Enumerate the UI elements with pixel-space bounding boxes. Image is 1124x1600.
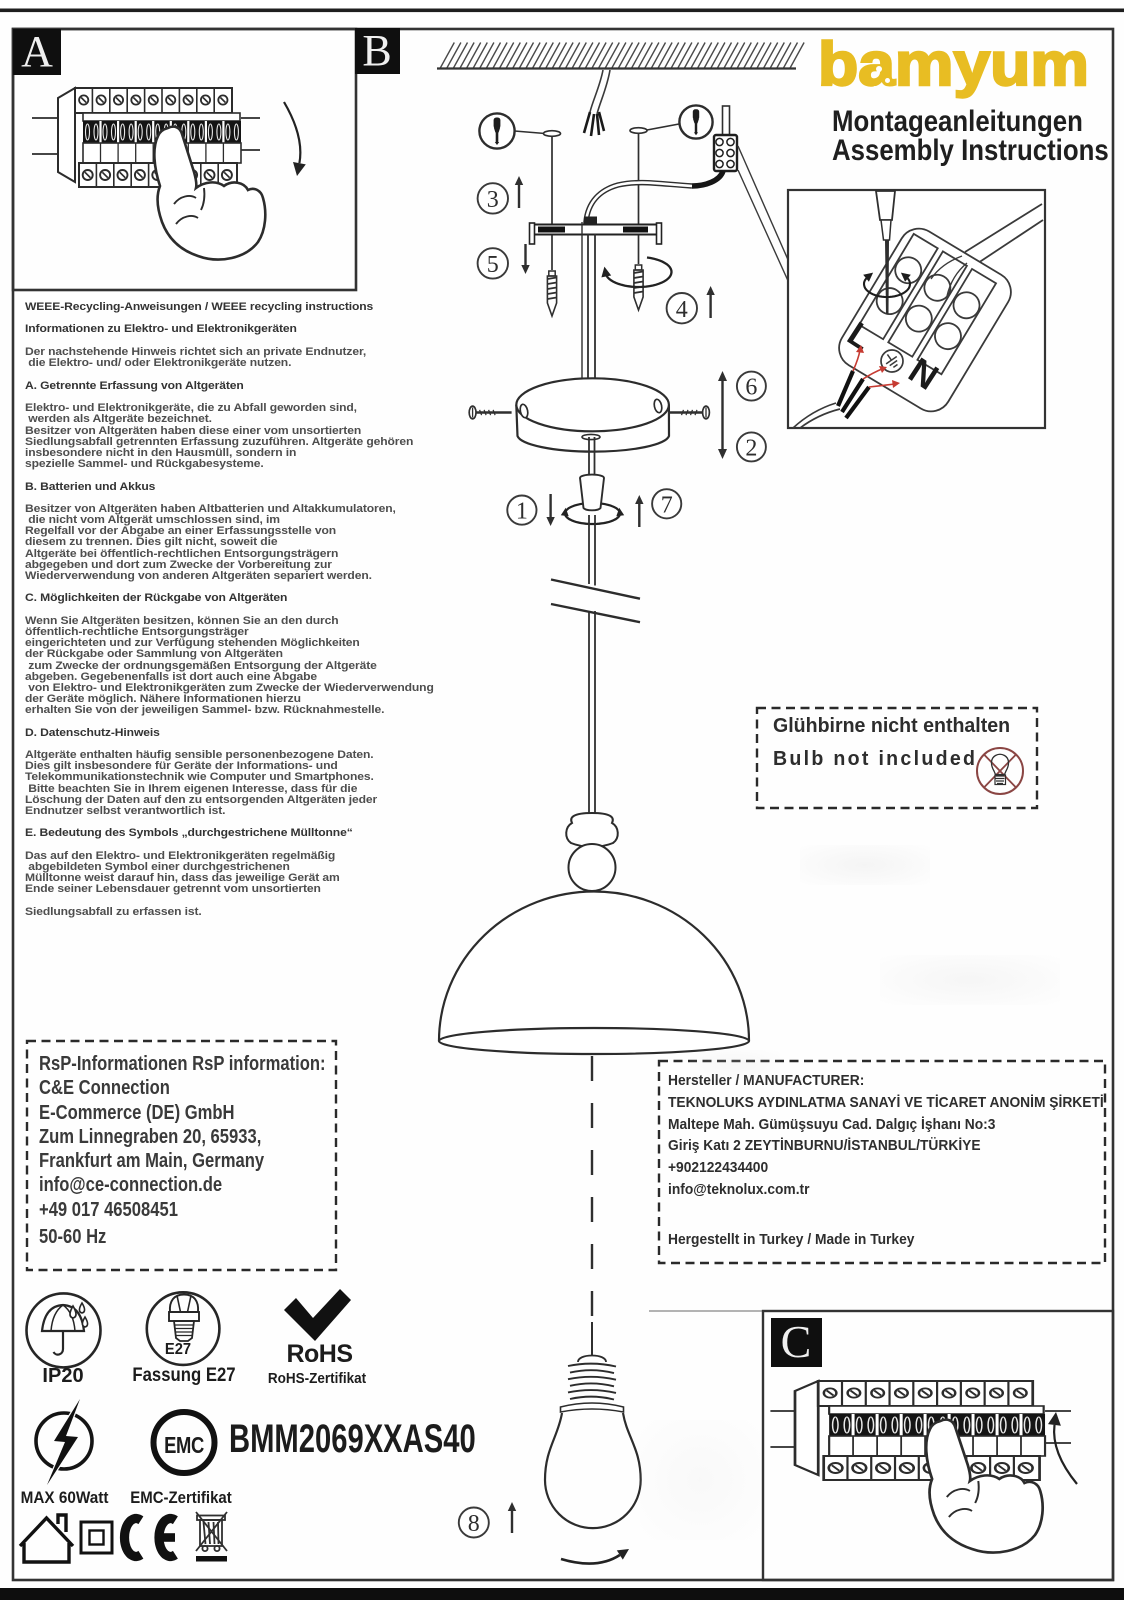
svg-text:2: 2 (745, 436, 757, 462)
svg-text:8: 8 (468, 1511, 480, 1537)
svg-text:4: 4 (676, 297, 688, 323)
svg-text:1: 1 (516, 499, 528, 525)
svg-text:5: 5 (487, 252, 499, 278)
svg-text:A: A (21, 27, 53, 76)
svg-text:7: 7 (661, 492, 673, 518)
svg-text:3: 3 (487, 187, 499, 213)
svg-text:C: C (781, 1316, 812, 1367)
svg-text:6: 6 (745, 375, 757, 401)
svg-text:B: B (362, 26, 391, 75)
